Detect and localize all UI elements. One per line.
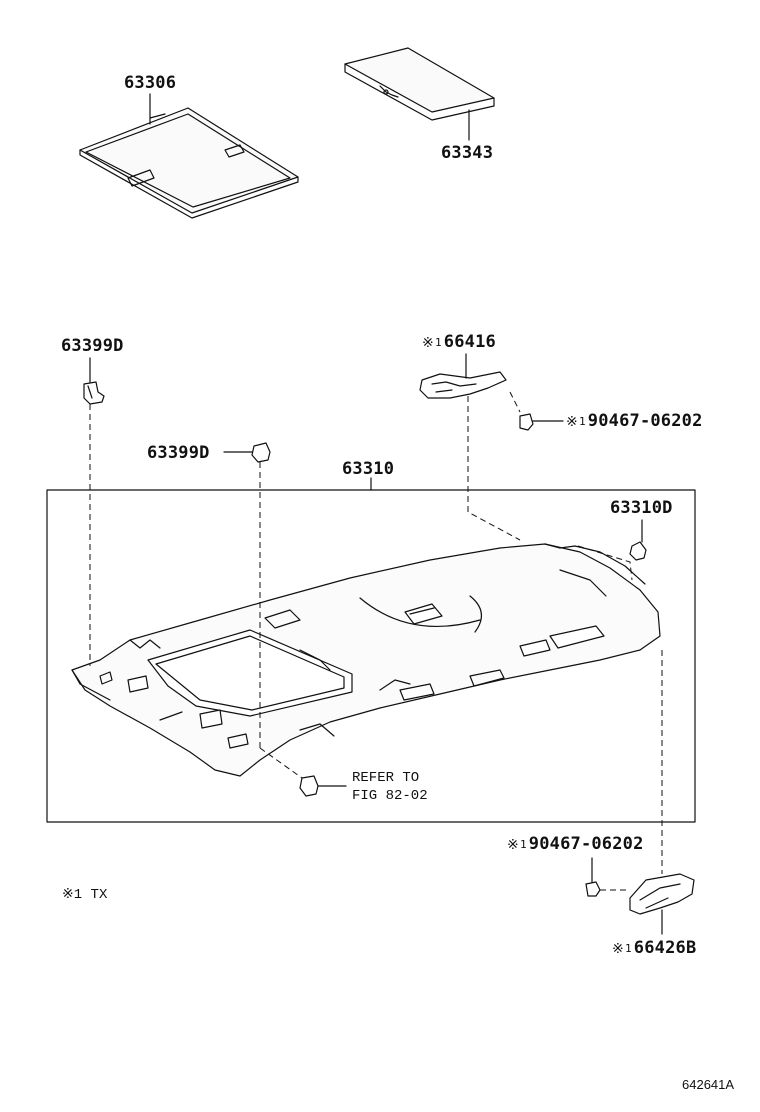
ref-index: 1	[578, 415, 586, 428]
dash-63310d	[577, 545, 633, 581]
ref-index: 1	[624, 942, 632, 955]
refer-note-line2: FIG 82-02	[352, 787, 428, 804]
part-number-63310d: 63310D	[610, 498, 673, 518]
clip-63399d-b	[223, 442, 271, 463]
part-number-66426b-text: 66426B	[633, 938, 697, 958]
part-number-63399d-b: 63399D	[147, 443, 210, 463]
ref-mark: ※	[422, 335, 434, 351]
ref-mark: ※	[507, 837, 519, 853]
dash-screw-a	[509, 391, 521, 413]
headliner-63310	[71, 543, 661, 777]
clip-63399d-a	[83, 381, 105, 405]
ref-mark: ※	[566, 414, 578, 430]
part-number-63306: 63306	[124, 73, 177, 93]
dash-clip-c	[259, 747, 303, 779]
part-number-63310: 63310	[342, 459, 395, 479]
cover-board-63343	[344, 47, 495, 121]
footnote-symbol: ※1	[62, 887, 83, 903]
ref-index: 1	[434, 336, 442, 349]
part-number-90467-b-text: 90467-06202	[528, 834, 644, 854]
footnote-text: TX	[90, 887, 108, 903]
footnote: ※1 TX	[62, 887, 107, 905]
ref-index: 1	[519, 838, 527, 851]
screw-90467-a	[519, 413, 564, 431]
bracket-66416	[419, 371, 507, 399]
screw-90467-b	[585, 857, 601, 897]
figure-code: 642641A	[682, 1077, 735, 1092]
refer-note-line1: REFER TO	[352, 770, 420, 786]
ref-mark: ※	[612, 941, 624, 957]
part-number-63399d-a: 63399D	[61, 336, 124, 356]
part-number-90467-a-text: 90467-06202	[587, 411, 703, 431]
dash-66416	[467, 396, 521, 541]
clip-63399d-c	[299, 775, 347, 797]
bracket-66426b	[629, 873, 695, 915]
part-number-63343: 63343	[441, 143, 494, 163]
sunshade-panel-63306	[79, 107, 299, 219]
clip-63310d	[629, 519, 647, 561]
refer-note: REFER TO FIG 82-02	[352, 770, 428, 805]
part-number-66416-text: 66416	[443, 332, 496, 352]
